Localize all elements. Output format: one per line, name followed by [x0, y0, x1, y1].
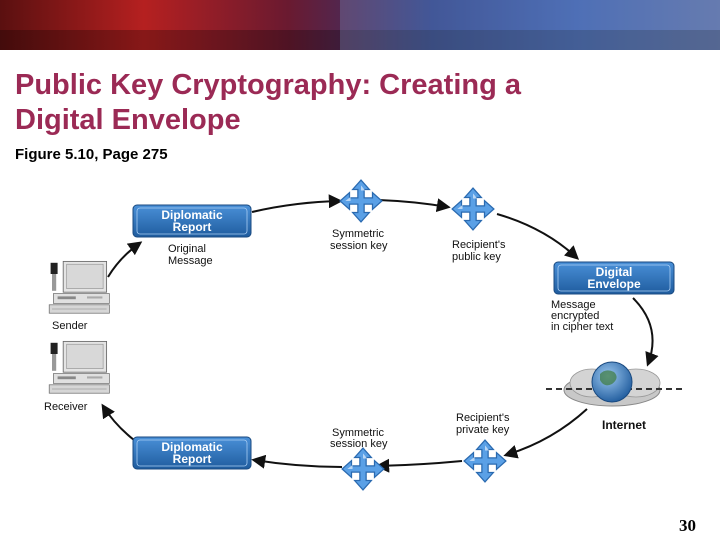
- flow-arrows: [101, 194, 659, 473]
- encrypted-line-2: encrypted: [551, 310, 599, 322]
- arrow-message-to-doc: [107, 241, 143, 278]
- sender-computer-icon: [48, 260, 111, 314]
- diplomatic-report-top: Diplomatic Report: [132, 204, 252, 238]
- sym-top-line-1: Symmetric: [332, 228, 384, 240]
- slide-title-line-2: Digital Envelope: [15, 104, 241, 136]
- internet-cloud-icon: [546, 361, 686, 407]
- sym-top-line-2: session key: [330, 240, 388, 252]
- pub-key-line-2: public key: [452, 251, 501, 263]
- figure-caption: Figure 5.10, Page 275: [15, 146, 168, 163]
- sender-label: Sender: [52, 320, 88, 332]
- header-banner: [0, 0, 720, 50]
- digital-envelope: Digital Envelope: [553, 261, 675, 295]
- sym-bottom-line-1: Symmetric: [332, 427, 384, 439]
- doc-top-line-2: Report: [173, 220, 212, 234]
- pub-key-line-1: Recipient's: [452, 239, 506, 251]
- receiver-computer-icon: [48, 340, 111, 394]
- slide-title: Public Key Cryptography: Creating a Digi…: [15, 68, 705, 138]
- priv-key-line-2: private key: [456, 424, 510, 436]
- receiver-label: Receiver: [44, 401, 88, 413]
- envelope-line-1: Digital: [596, 265, 633, 279]
- envelope-line-2: Envelope: [587, 277, 641, 291]
- doc-top-line-1: Diplomatic: [161, 208, 223, 222]
- document-icon: [132, 204, 252, 238]
- symmetric-key-bottom-icon: [341, 447, 385, 491]
- symmetric-key-top-icon: [339, 179, 383, 223]
- arrow-doc-to-symmetric-key: [251, 194, 343, 213]
- arrow-symmetric-to-doc: [251, 454, 343, 469]
- page-number: 30: [679, 516, 696, 535]
- arrow-internet-to-private-key: [503, 408, 588, 459]
- arrow-doc-to-receiver: [101, 403, 135, 441]
- arrow-symmetric-to-public-key: [377, 198, 451, 213]
- arrow-envelope-to-internet: [632, 297, 659, 367]
- doc-bottom-line-2: Report: [173, 452, 212, 466]
- encrypted-line-3: in cipher text: [551, 321, 613, 333]
- arrow-public-key-to-envelope: [496, 213, 580, 260]
- diplomatic-report-bottom: Diplomatic Report: [132, 436, 252, 470]
- arrow-private-key-to-symmetric: [375, 458, 463, 473]
- priv-key-line-1: Recipient's: [456, 412, 510, 424]
- internet-label: Internet: [602, 418, 646, 432]
- slide-title-line-1: Public Key Cryptography: Creating a: [15, 69, 521, 101]
- envelope-icon: [553, 261, 675, 295]
- original-message-line-1: Original: [168, 243, 206, 255]
- private-key-icon: [463, 439, 507, 483]
- public-key-icon: [451, 187, 495, 231]
- doc-bottom-line-1: Diplomatic: [161, 440, 223, 454]
- original-message-line-2: Message: [168, 255, 213, 267]
- encrypted-line-1: Message: [551, 299, 596, 311]
- document-icon: [132, 436, 252, 470]
- sym-bottom-line-2: session key: [330, 438, 388, 450]
